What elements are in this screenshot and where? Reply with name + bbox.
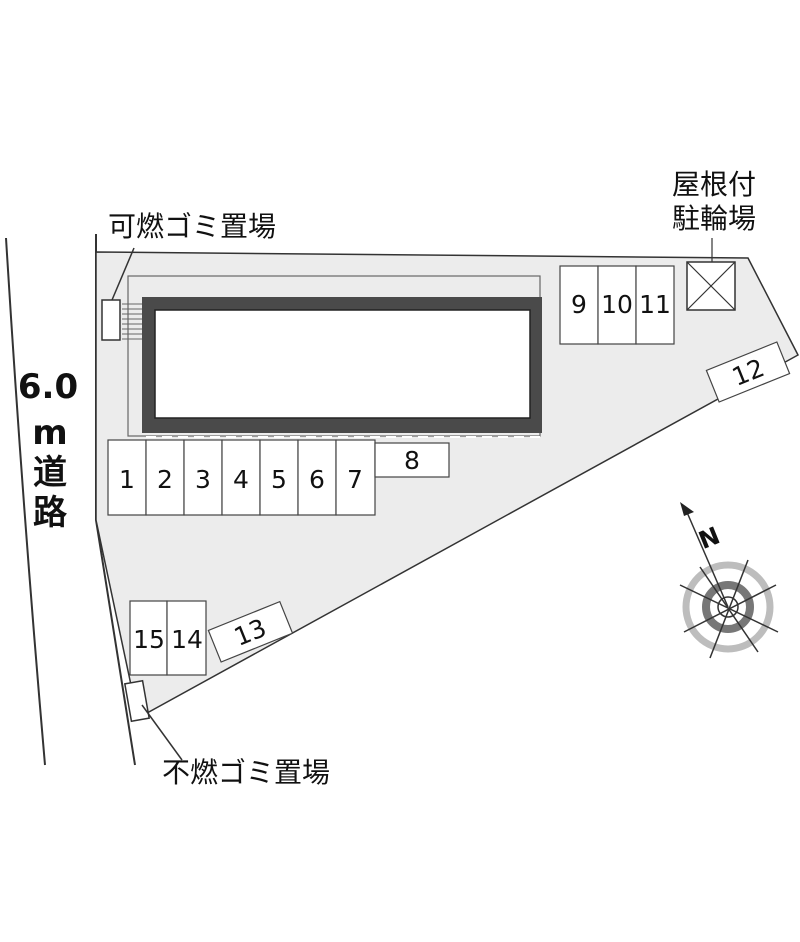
parking-spot-11 [635,265,675,345]
building-inner [154,309,531,419]
bicycle-parking-cross-b [686,261,736,311]
parking-spot-13 [207,600,294,663]
parking-spot-4 [221,439,261,516]
compass-axis-c [683,584,777,633]
compass-north-arrow [680,502,694,516]
parking-number-14: 14 [171,625,203,654]
parking-spot-6 [297,439,337,516]
burnable-garbage-box [101,299,121,341]
parking-number-6: 6 [309,465,325,494]
parking-number-1: 1 [119,465,135,494]
parking-spot-14 [166,600,207,676]
parking-number-10: 10 [601,290,633,319]
compass-north-line [685,509,729,608]
burnable-garbage-label: 可燃ゴミ置場 [108,210,276,243]
parking-spot-13-group: 13 [207,600,294,663]
parking-row-main: 1 2 3 4 5 6 7 [107,439,376,516]
parking-number-9: 9 [571,290,587,319]
nonburnable-garbage-box [123,679,151,723]
parking-number-11: 11 [639,290,671,319]
compass-outer-ring [682,561,774,653]
bicycle-parking-label-line2: 駐輪場 [672,202,756,235]
compass-rose: N [679,502,779,659]
parking-spot-3 [183,439,223,516]
parking-number-2: 2 [157,465,173,494]
parking-spot-8 [374,442,450,478]
parking-number-4: 4 [233,465,249,494]
parking-number-7: 7 [347,465,363,494]
road-unit-label: m [32,413,67,453]
parking-spot-10 [597,265,637,345]
compass-axis-d [699,566,759,653]
parking-number-3: 3 [195,465,211,494]
parking-spot-12 [705,341,791,403]
parking-spot-15 [129,600,168,676]
parking-number-8: 8 [404,446,420,475]
parking-spot-2 [145,439,185,516]
burnable-garbage-leader [111,247,135,301]
road-char-1: 道 [33,453,67,493]
parking-spot-12-group: 12 [705,341,791,403]
compass-north-letter: N [695,521,724,554]
compass-middle-ring [702,581,754,633]
parking-spot-5 [259,439,299,516]
parking-number-15: 15 [133,625,165,654]
parking-spot-7 [335,439,376,516]
parking-spot-9 [559,265,599,345]
compass-inner-ring [717,596,739,618]
bicycle-parking-label-line1: 屋根付 [672,168,756,201]
road-char-2: 路 [33,493,68,533]
nonburnable-garbage-label: 不燃ゴミ置場 [162,756,330,789]
road-width-label: 6.0 [18,367,78,407]
nonburnable-garbage-leader [141,704,183,761]
stairs [122,303,142,340]
road-edge-line [5,237,46,766]
parking-row-top: 9 10 11 [559,265,675,345]
parking-number-5: 5 [271,465,287,494]
